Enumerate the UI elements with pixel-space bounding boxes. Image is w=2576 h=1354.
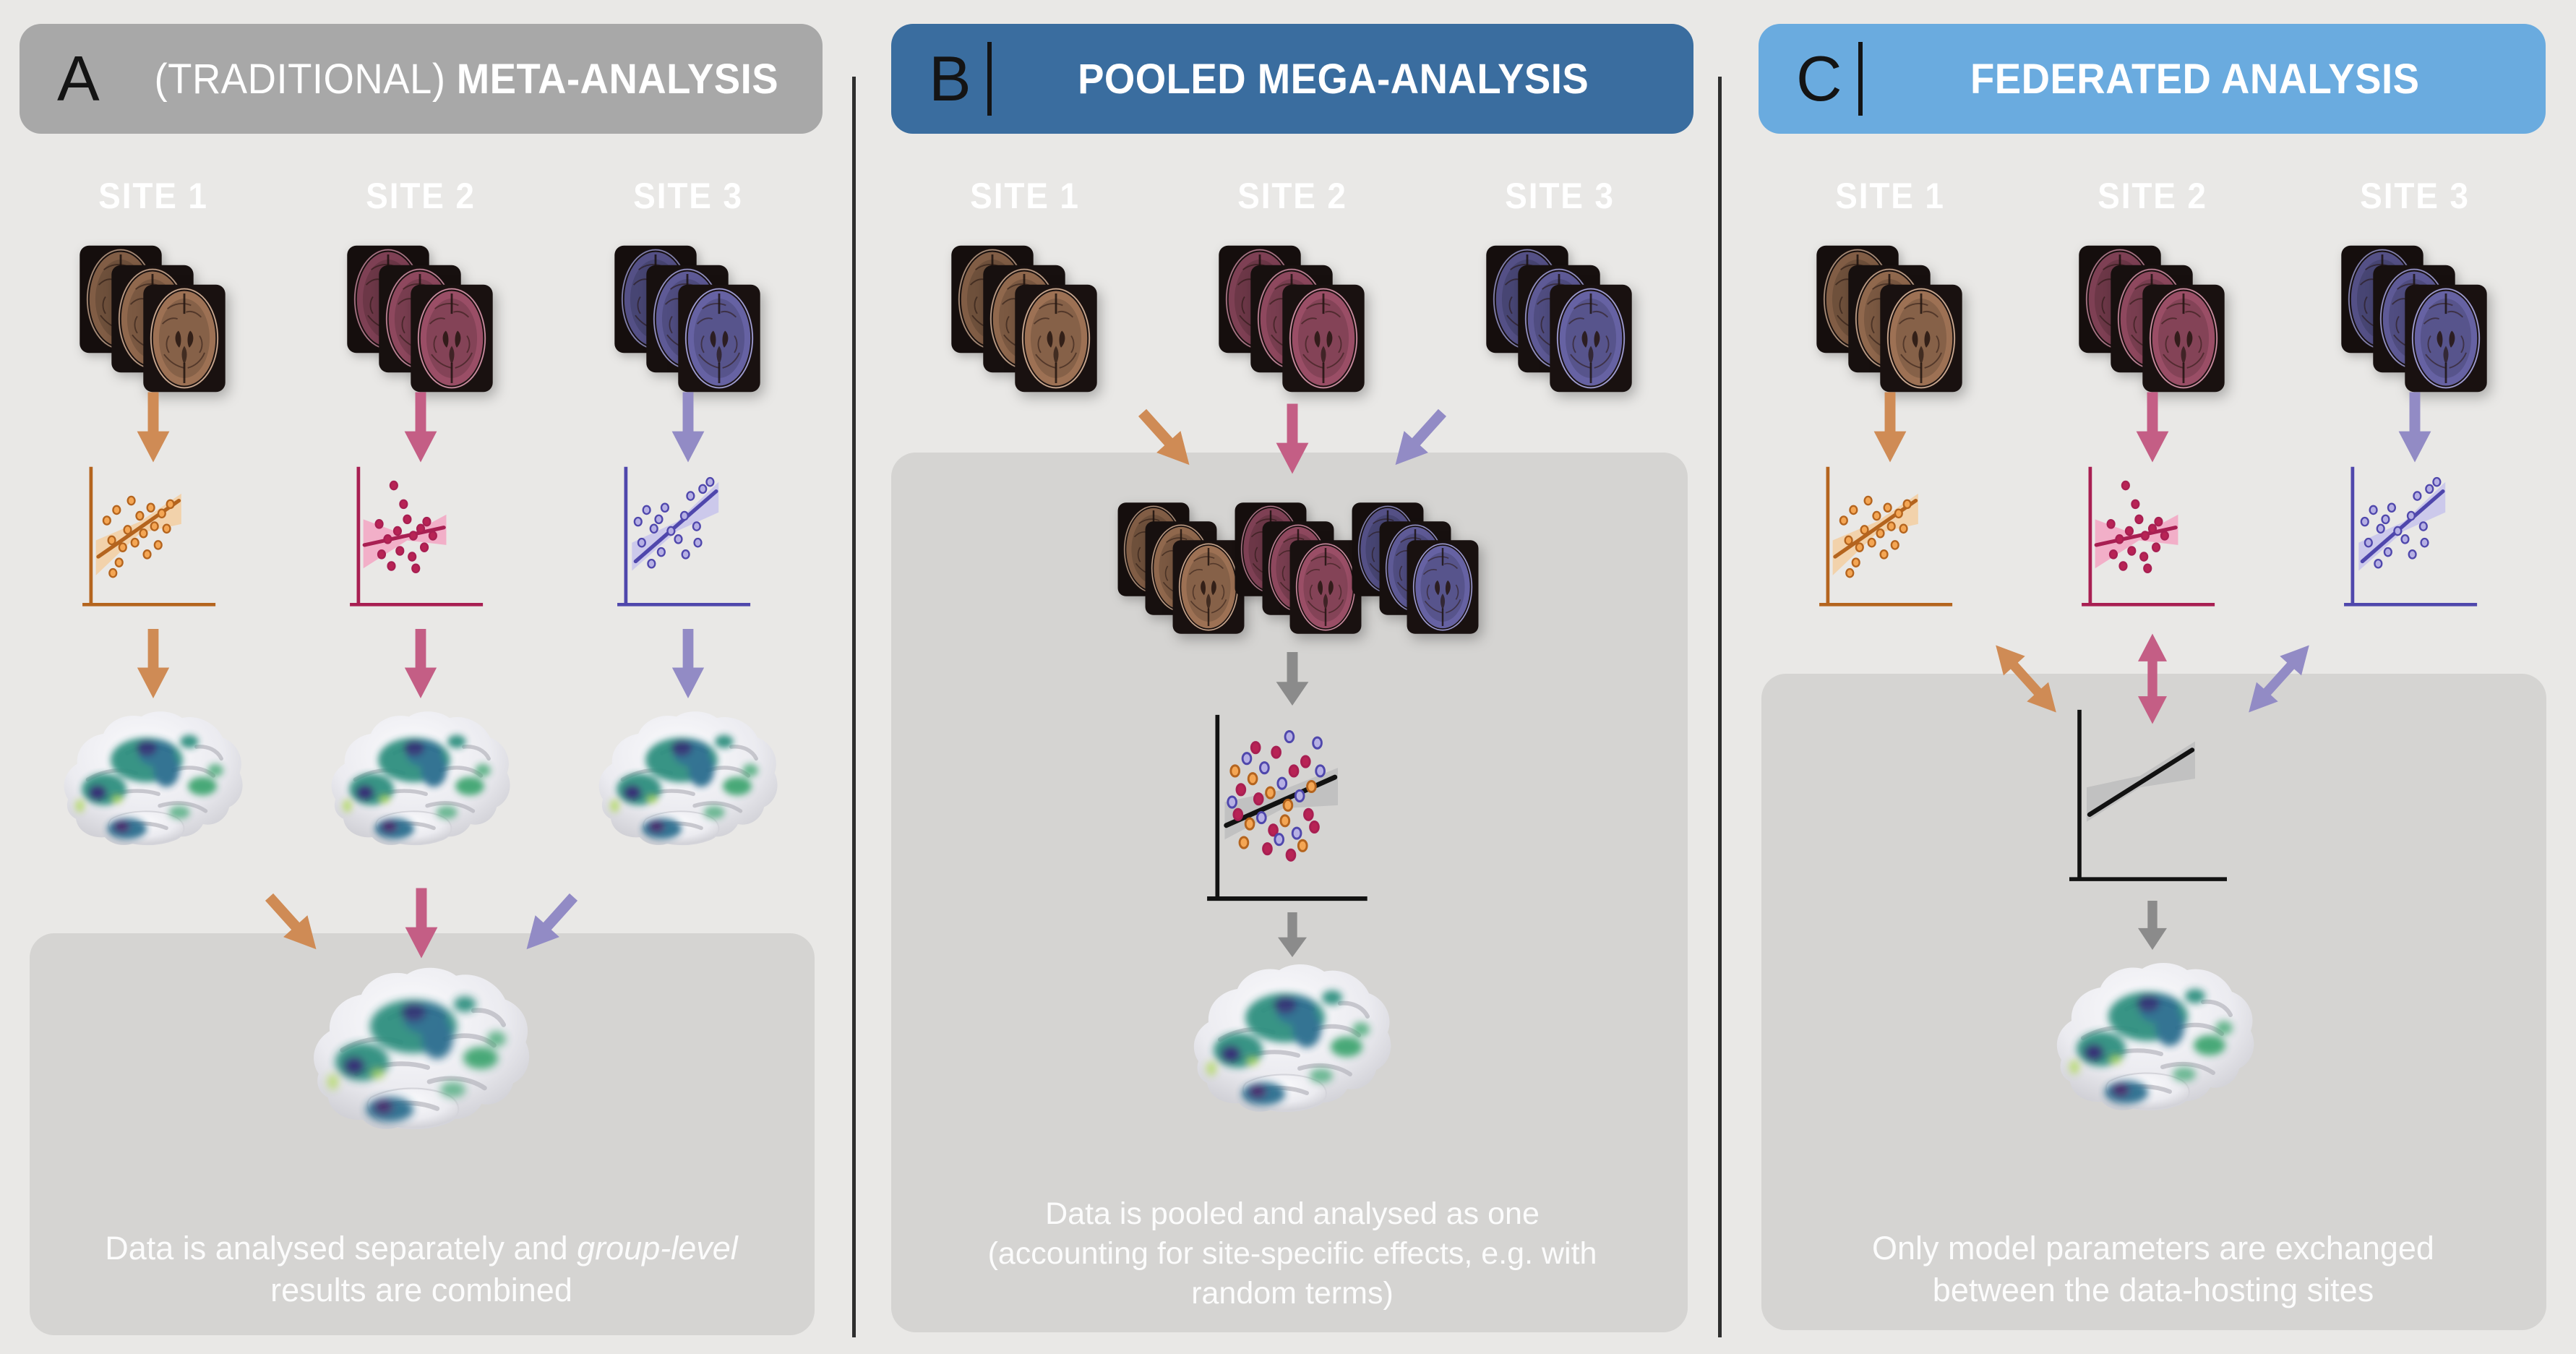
panel-divider-bc xyxy=(1718,77,1722,1337)
mri-scan-icon xyxy=(2403,283,2489,393)
panel-c-header: C FEDERATED ANALYSIS xyxy=(1759,24,2546,134)
panel-a-site-3-mri-stack xyxy=(612,244,765,395)
arrow-down-icon xyxy=(400,392,441,463)
mri-scan-icon xyxy=(1406,539,1480,635)
arrow-down-icon xyxy=(2134,901,2171,950)
panel-c-caption: Only model parameters are exchanged betw… xyxy=(1872,1230,2434,1308)
pooled-site-2-scans xyxy=(1234,501,1364,635)
panel-a-caption-pre: Data is analysed separately and xyxy=(105,1230,578,1267)
panel-c-title: FEDERATED ANALYSIS xyxy=(1970,55,2419,103)
panel-a-caption: Data is analysed separately and group-le… xyxy=(60,1227,783,1311)
mri-scan-icon xyxy=(141,283,228,393)
pooled-mri-cluster xyxy=(1117,501,1481,638)
arrow-down-icon xyxy=(668,629,708,698)
site-1-scatter-plot xyxy=(1816,460,1965,612)
panel-b-letter: B xyxy=(929,43,971,114)
arrow-down-icon xyxy=(2395,392,2435,463)
pooled-scatter-plot xyxy=(1203,706,1382,908)
arrow-down-icon xyxy=(1870,392,1910,463)
brain-combined-render xyxy=(2040,959,2271,1139)
panel-a-caption-italic: group-level xyxy=(577,1230,738,1267)
brain-result-render xyxy=(48,707,258,872)
panel-a-site-2-mri-stack xyxy=(345,244,498,395)
panel-a-title-prefix: (TRADITIONAL) xyxy=(154,55,446,103)
arrow-down-icon xyxy=(401,883,442,963)
federated-model-plot xyxy=(2065,701,2241,888)
panel-c-site-2-mri-stack xyxy=(2077,244,2230,395)
panel-divider-ab xyxy=(852,77,856,1337)
mri-scan-icon xyxy=(1547,283,1634,393)
arrow-down-icon xyxy=(2132,392,2173,463)
arrow-down-icon xyxy=(1274,912,1310,957)
site-1-scatter-plot xyxy=(79,460,228,612)
brain-combined-render xyxy=(1177,960,1408,1141)
mri-scan-icon xyxy=(2140,283,2227,393)
arrow-down-icon xyxy=(1272,396,1313,481)
site-3-scatter-plot xyxy=(2340,460,2489,612)
panel-a-site-3-label: SITE 3 xyxy=(633,176,743,216)
panel-c-site-3-mri-stack xyxy=(2339,244,2492,395)
panel-a-site-2-label: SITE 2 xyxy=(366,176,476,216)
panel-b-site-2-label: SITE 2 xyxy=(1237,176,1347,216)
panel-b-header: B POOLED MEGA-ANALYSIS xyxy=(891,24,1693,134)
panel-a-site-1-mri-stack xyxy=(77,244,231,395)
panel-c-header-bar xyxy=(1858,42,1863,116)
panel-c-site-3-label: SITE 3 xyxy=(2360,176,2470,216)
brain-result-render xyxy=(316,707,525,872)
arrow-down-icon xyxy=(133,629,173,698)
panel-b-site-1-mri-stack xyxy=(949,244,1102,395)
panel-a-letter: A xyxy=(57,43,100,114)
arrow-down-icon xyxy=(1272,652,1313,706)
panel-a-header: A (TRADITIONAL)META-ANALYSIS xyxy=(20,24,823,134)
arrow-down-icon xyxy=(400,629,441,698)
mri-scan-icon xyxy=(676,283,763,393)
panel-c-site-1-label: SITE 1 xyxy=(1835,176,1945,216)
pooled-site-3-scans xyxy=(1351,501,1481,635)
mri-scan-icon xyxy=(408,283,495,393)
panel-b-site-3-mri-stack xyxy=(1484,244,1637,395)
panel-b-title: POOLED MEGA-ANALYSIS xyxy=(1077,55,1589,103)
panel-a-title-main: META-ANALYSIS xyxy=(456,55,778,103)
panel-b-site-2-mri-stack xyxy=(1216,244,1370,395)
mri-scan-icon xyxy=(1878,283,1965,393)
panel-c-site-2-label: SITE 2 xyxy=(2098,176,2207,216)
site-3-scatter-plot xyxy=(614,460,763,612)
panel-a-title: (TRADITIONAL)META-ANALYSIS xyxy=(154,55,778,103)
mri-scan-icon xyxy=(1013,283,1099,393)
site-2-scatter-plot xyxy=(346,460,495,612)
arrow-down-icon xyxy=(133,392,173,463)
brain-result-render xyxy=(583,707,793,872)
arrow-down-icon xyxy=(668,392,708,463)
panel-c-site-1-mri-stack xyxy=(1814,244,1967,395)
panel-a-caption-post: results are combined xyxy=(270,1271,572,1308)
panel-a-site-1-label: SITE 1 xyxy=(98,176,208,216)
mri-scan-icon xyxy=(1280,283,1367,393)
panel-b-site-1-label: SITE 1 xyxy=(970,176,1080,216)
panel-b-caption: Data is pooled and analysed as one (acco… xyxy=(987,1196,1597,1311)
panel-b-site-3-label: SITE 3 xyxy=(1505,176,1615,216)
panel-b-header-bar xyxy=(987,42,992,116)
panel-c-letter: C xyxy=(1796,43,1842,114)
site-2-scatter-plot xyxy=(2078,460,2227,612)
pooled-site-1-scans xyxy=(1117,501,1247,635)
brain-combined-render xyxy=(295,963,548,1161)
